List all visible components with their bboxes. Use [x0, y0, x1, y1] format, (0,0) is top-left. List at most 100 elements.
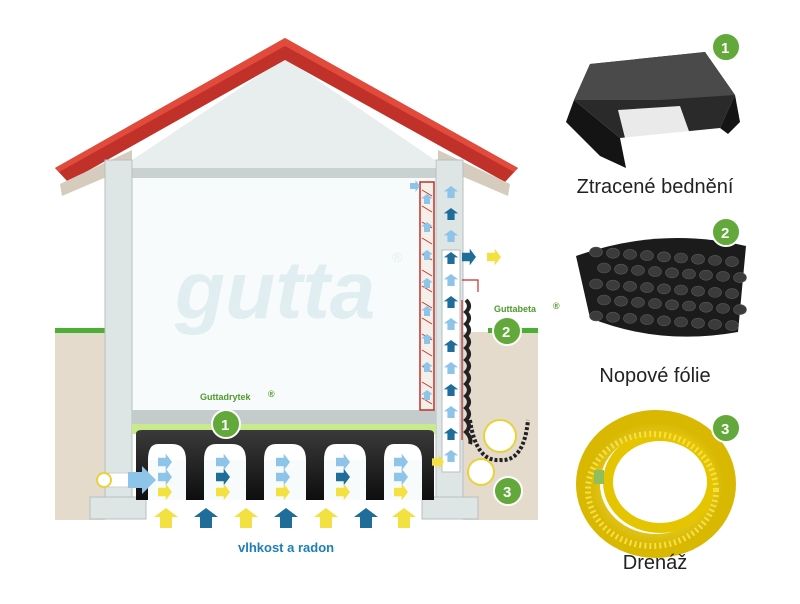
arrow-right-icon — [336, 483, 350, 501]
arrow-up-icon — [443, 384, 459, 396]
drain-pipe-lower — [467, 458, 495, 486]
dimple — [665, 267, 679, 279]
arrow-up-icon — [443, 230, 459, 242]
arrow-right-icon — [276, 453, 290, 471]
dimple — [725, 256, 739, 267]
arrow-up-icon — [354, 508, 378, 528]
dimple — [614, 263, 628, 275]
product-badge-1: 1 — [711, 32, 741, 62]
arrow-up-icon — [443, 406, 459, 418]
caption-drain: Drenáž — [622, 552, 688, 574]
ceiling — [132, 168, 436, 178]
arrow-right-icon — [276, 468, 290, 486]
dimple — [623, 249, 637, 260]
arrow-right-icon — [394, 453, 408, 471]
dimple — [674, 252, 688, 264]
dimple — [716, 303, 730, 314]
arrow-up-icon — [154, 508, 178, 528]
dimple — [631, 265, 645, 276]
badge-1: 1 — [211, 409, 241, 439]
flow-arrows — [154, 180, 501, 528]
inlet-arrow — [128, 466, 156, 494]
dimple — [725, 320, 739, 331]
dimple — [665, 299, 679, 311]
arrow-right-icon — [336, 453, 350, 471]
dimple-membrane — [463, 298, 473, 445]
dimple — [589, 246, 603, 258]
dimple — [614, 295, 628, 307]
dimple — [733, 272, 747, 283]
gable-wall — [132, 58, 435, 170]
badge-2: 2 — [492, 316, 522, 346]
arrow-right-icon — [158, 453, 172, 471]
dimple — [623, 281, 637, 292]
dimple — [657, 283, 671, 295]
dimple — [597, 294, 611, 306]
svg-text:3: 3 — [503, 484, 511, 501]
arrow-up-icon — [421, 278, 433, 288]
dimple — [699, 269, 713, 281]
dimple — [606, 247, 620, 259]
dimple — [648, 298, 662, 309]
dimple — [674, 284, 688, 296]
dimple — [691, 253, 705, 265]
dimple — [640, 250, 654, 261]
dimple — [708, 255, 722, 266]
svg-text:2: 2 — [502, 324, 510, 341]
dimple — [589, 278, 603, 290]
arrow-up-icon — [421, 222, 433, 232]
foot-left — [89, 496, 147, 520]
svg-text:1: 1 — [221, 417, 229, 434]
product-badge-2: 2 — [711, 217, 741, 247]
dimple — [640, 282, 654, 293]
floor-slab — [132, 410, 436, 424]
arrow-right-icon — [394, 483, 408, 501]
caption-void-former: Ztracené bednění — [576, 176, 734, 198]
gutta-logo: gutta ® — [174, 245, 403, 336]
arrow-up-icon — [194, 508, 218, 528]
dimple — [691, 285, 705, 297]
dimple — [623, 313, 637, 324]
svg-text:1: 1 — [721, 40, 729, 57]
product-dimple-sheet — [576, 238, 747, 337]
drain-pipe — [483, 419, 517, 453]
product-drain-coil — [576, 410, 736, 558]
arrow-up-icon — [421, 194, 433, 204]
guttadrytek-reg: ® — [268, 389, 275, 399]
wall-lining — [419, 181, 435, 411]
dimple — [589, 310, 603, 322]
arrow-right-icon — [394, 468, 408, 486]
arrow-up-icon — [443, 252, 459, 264]
arrow-right-icon — [276, 483, 290, 501]
foot-right — [421, 496, 479, 520]
arrow-right-icon — [336, 468, 350, 486]
arrow-up-icon — [421, 306, 433, 316]
arrow-up-icon — [443, 208, 459, 220]
inlet-pipe-end — [96, 472, 112, 488]
dimple — [657, 251, 671, 263]
arrow-up-icon — [443, 428, 459, 440]
dimple — [708, 319, 722, 330]
moisture-radon-label: vlhkost a radon — [238, 540, 334, 555]
dimple — [716, 271, 730, 282]
product-badge-3: 3 — [711, 413, 741, 443]
guttadrytek-label: Guttadrytek — [200, 392, 252, 402]
caption-dimple-sheet: Nopové fólie — [599, 365, 711, 387]
logo-text: gutta — [174, 245, 375, 336]
arrow-up-icon — [443, 362, 459, 374]
arrow-right-icon — [432, 454, 444, 470]
guttabeta-reg: ® — [553, 301, 560, 311]
badge-3: 3 — [493, 476, 523, 506]
dimple — [606, 311, 620, 323]
arrow-right-icon — [487, 248, 501, 266]
arrow-up-icon — [314, 508, 338, 528]
arrow-right-icon — [410, 180, 420, 192]
dimple — [648, 266, 662, 277]
dimple — [597, 262, 611, 274]
svg-text:2: 2 — [721, 225, 729, 242]
arrow-right-icon — [158, 468, 172, 486]
arrow-up-icon — [421, 334, 433, 344]
arrow-up-icon — [443, 274, 459, 286]
arrow-up-icon — [443, 186, 459, 198]
